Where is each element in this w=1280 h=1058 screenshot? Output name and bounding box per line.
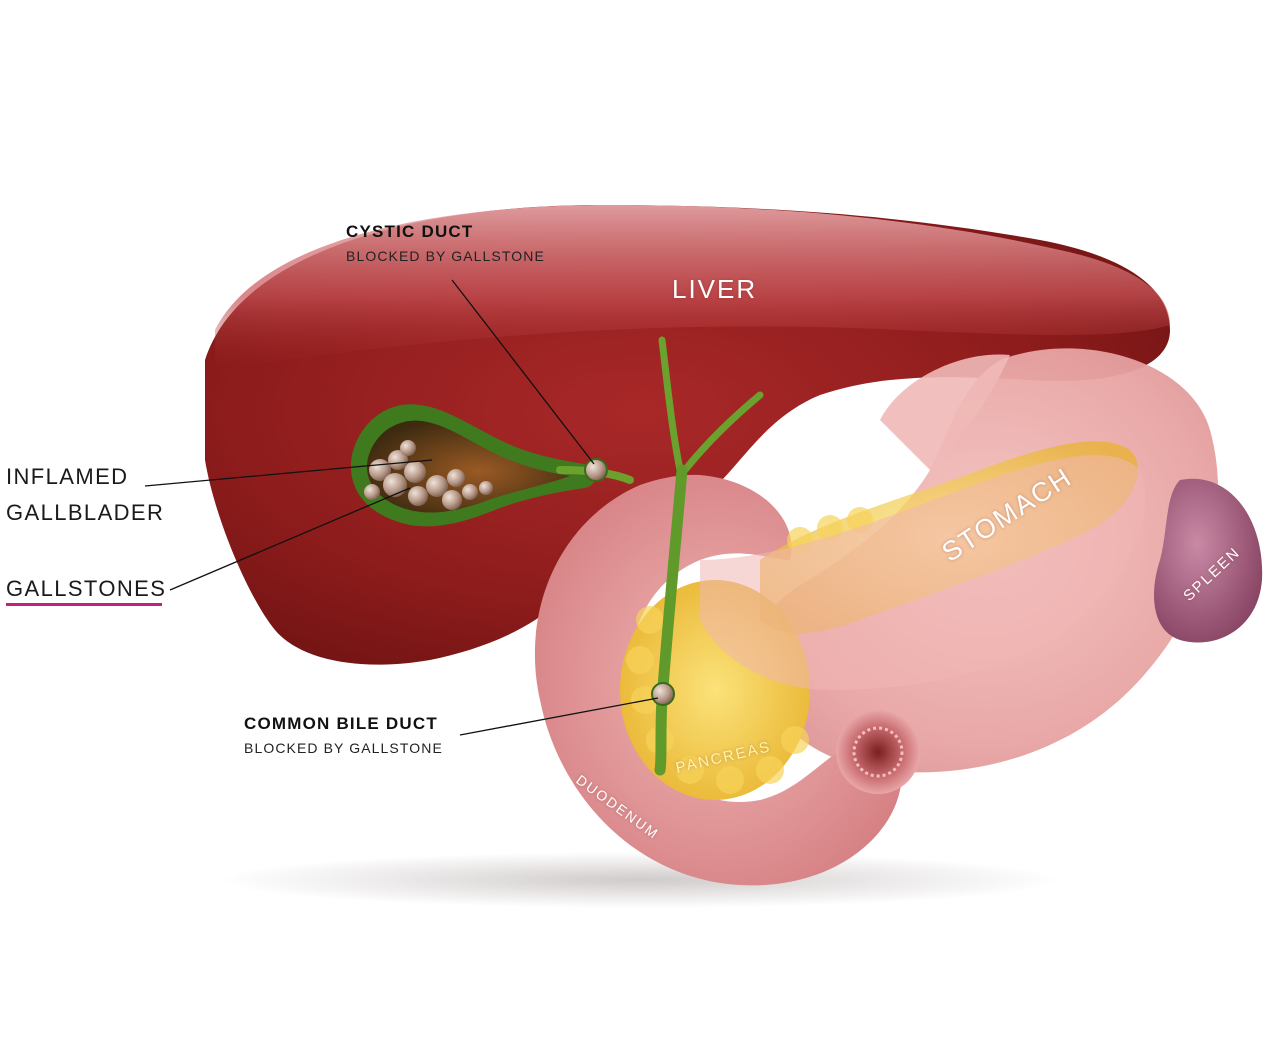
pyloric-ring-inner [852, 726, 904, 778]
leader-cystic-duct [451, 279, 595, 465]
liver-highlight [215, 205, 1170, 370]
pyloric-ring [836, 710, 920, 794]
gallstones-cluster [364, 440, 493, 510]
cystic-duct-stone [584, 458, 608, 482]
inflamed-gallbladder-label-line2: GALLBLADER [6, 500, 165, 525]
spleen-shape [1154, 478, 1263, 643]
stomach-upper-curve [880, 354, 1010, 470]
liver-label: LIVER [672, 274, 758, 304]
leader-common-bile-duct [459, 697, 659, 736]
duodenum-shape [534, 474, 902, 886]
cystic-duct-title: CYSTIC DUCT [346, 222, 474, 241]
inflamed-gallbladder-label-line1: INFLAMED [6, 464, 129, 489]
leader-inflamed-gallbladder [144, 459, 433, 487]
cystic-duct-subtitle: BLOCKED BY GALLSTONE [346, 248, 545, 264]
common-bile-duct-title: COMMON BILE DUCT [244, 714, 438, 733]
gallstones-underline [6, 603, 162, 606]
common-bile-duct [654, 464, 688, 776]
common-bile-duct-stone [651, 682, 675, 706]
leader-gallstones [169, 487, 411, 591]
hepatic-duct-left [681, 391, 764, 474]
ground-shadow [220, 852, 1060, 908]
common-bile-duct-subtitle: BLOCKED BY GALLSTONE [244, 740, 443, 756]
gallstones-label: GALLSTONES [6, 576, 167, 601]
hepatic-duct-right [658, 336, 684, 474]
stomach-overlay [700, 455, 1146, 690]
